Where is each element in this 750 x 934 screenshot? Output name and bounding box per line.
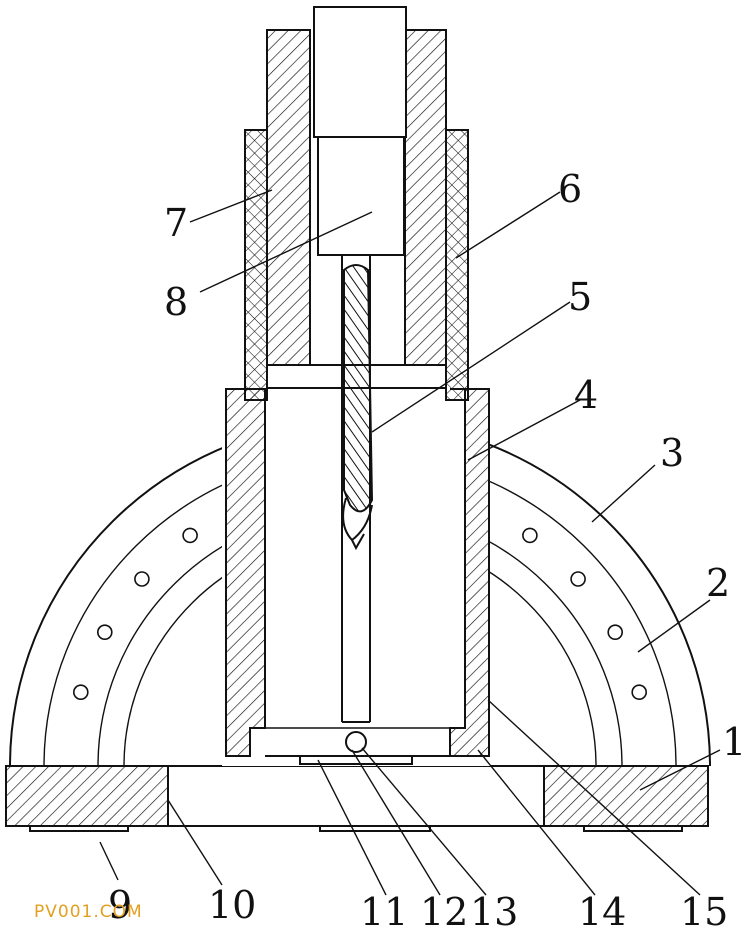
callout-10: 10 [208,883,256,927]
leader-lines [99,189,721,896]
base-plate [5,765,709,832]
drill-bit [342,264,374,551]
callout-15: 15 [680,890,728,934]
callout-13: 13 [470,890,518,934]
callout-3: 3 [660,431,684,475]
callout-1: 1 [722,720,746,764]
callout-8: 8 [164,280,188,324]
callout-14: 14 [578,890,626,934]
callouts: 1 2 3 4 5 6 7 8 9 10 11 12 13 14 15 [108,167,746,934]
housing-wall-left [225,388,266,757]
callout-12: 12 [420,890,468,934]
base-left-block [5,765,169,827]
ring-hole [570,571,586,587]
sleeve-inner-left [266,29,311,366]
upper-sleeve [244,29,469,401]
ring-hole [631,684,648,701]
foot-left [29,825,129,832]
sleeve-inner-right [404,29,447,366]
foot-right [583,825,683,832]
column-housing [225,388,490,765]
callout-11: 11 [360,890,408,934]
ring-hole [134,571,150,587]
housing-wall-right [449,388,490,757]
callout-6: 6 [558,167,582,211]
spindle-lower-block [317,136,405,256]
foot-center [319,825,431,832]
callout-2: 2 [706,561,730,605]
callout-4: 4 [574,373,598,417]
ring-holes [73,527,648,701]
pin-hole [345,731,367,753]
sleeve-outer-right [445,129,469,401]
callout-7: 7 [164,201,188,245]
spindle-top-block [313,6,407,138]
ring-hole [97,624,113,641]
watermark: PV001.COM [34,902,143,922]
callout-5: 5 [568,275,592,319]
sleeve-outer-left [244,129,268,401]
ring-hole [182,527,198,544]
ring-hole [607,624,624,641]
ring-hole [522,527,538,544]
ring-hole [73,684,89,701]
callout-9: 9 [108,883,132,927]
